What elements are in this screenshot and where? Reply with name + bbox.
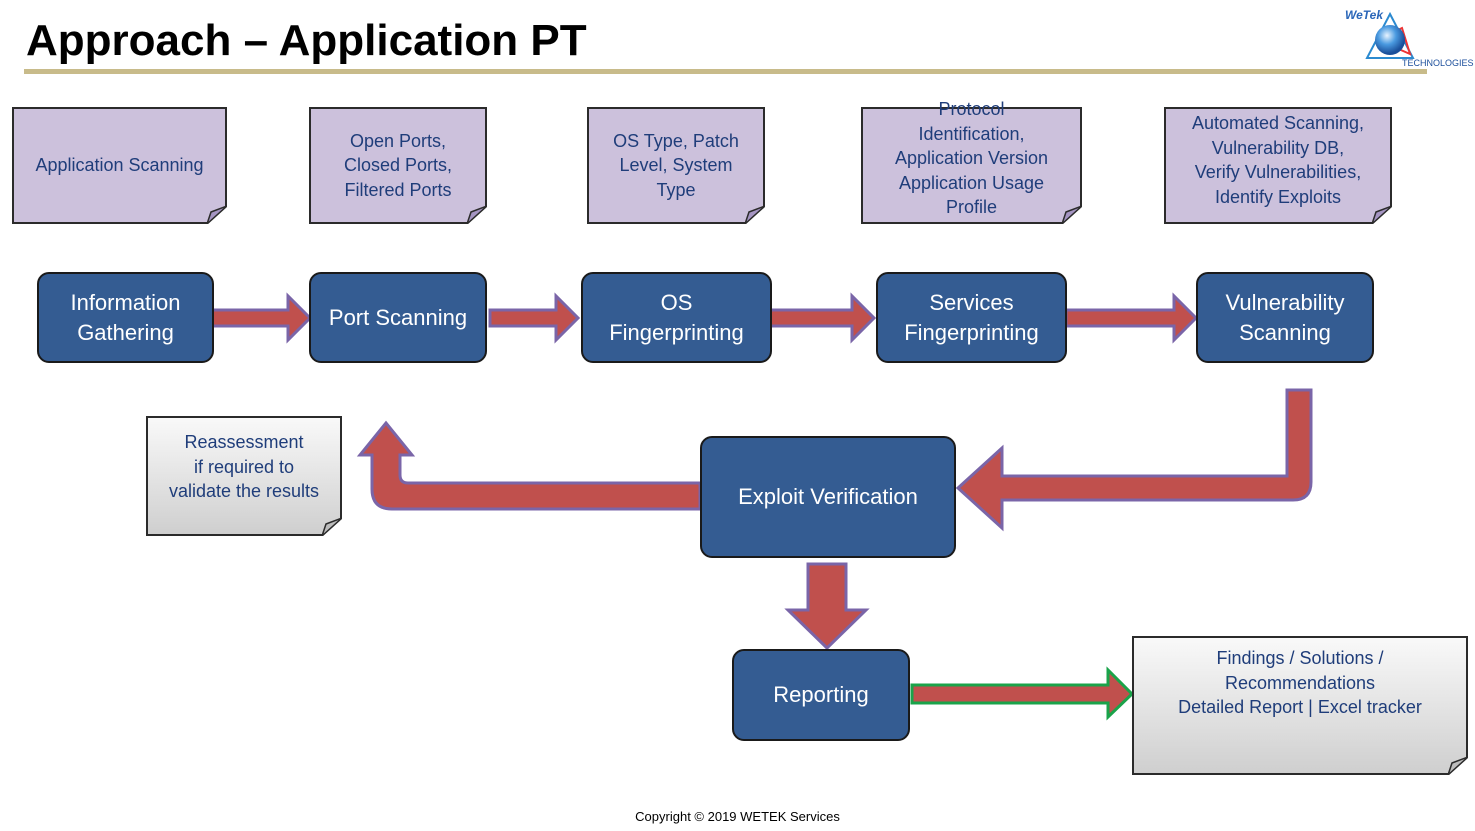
page-fold-icon (322, 518, 342, 536)
logo-tagline: TECHNOLOGIES (1402, 58, 1474, 68)
note-text: OS Type, Patch Level, System Type (613, 130, 739, 200)
arrow-os-to-services (768, 292, 877, 344)
note-os-details: OS Type, Patch Level, System Type (587, 107, 765, 224)
note-ports: Open Ports, Closed Ports, Filtered Ports (309, 107, 487, 224)
step-exploit-verification: Exploit Verification (700, 436, 956, 558)
note-reassessment: Reassessment if required to validate the… (146, 416, 342, 536)
page-title: Approach – Application PT (26, 16, 587, 65)
page-fold-icon (207, 206, 227, 224)
step-information-gathering: Information Gathering (37, 272, 214, 363)
step-os-fingerprinting: OS Fingerprinting (581, 272, 772, 363)
note-text: Open Ports, Closed Ports, Filtered Ports (343, 130, 453, 200)
note-text: Findings / Solutions / Recommendations D… (1178, 648, 1422, 717)
arrow-services-to-vuln (1064, 292, 1199, 344)
arrow-info-to-port (210, 292, 313, 344)
step-reporting: Reporting (732, 649, 910, 741)
arrow-port-to-os (488, 292, 581, 344)
note-automated-scanning: Automated Scanning, Vulnerability DB, Ve… (1164, 107, 1392, 224)
page-fold-icon (745, 206, 765, 224)
page-fold-icon (1062, 206, 1082, 224)
note-text: Automated Scanning, Vulnerability DB, Ve… (1191, 113, 1365, 207)
note-text: Reassessment if required to validate the… (168, 432, 320, 501)
arrow-reporting-to-findings (910, 666, 1135, 721)
step-services-fingerprinting: Services Fingerprinting (876, 272, 1067, 363)
note-text: Application Scanning (35, 155, 204, 176)
page-fold-icon (1448, 757, 1468, 775)
logo-brand: WeTek (1345, 8, 1384, 22)
step-vulnerability-scanning: Vulnerability Scanning (1196, 272, 1374, 363)
globe-icon (1365, 11, 1415, 59)
copyright-footer: Copyright © 2019 WETEK Services (635, 809, 840, 824)
title-underline (24, 69, 1427, 74)
note-application-scanning: Application Scanning (12, 107, 227, 224)
arrow-exploit-to-reporting (784, 562, 870, 651)
note-protocol-identification: Protocol Identification, Application Ver… (861, 99, 1082, 224)
step-port-scanning: Port Scanning (309, 272, 487, 363)
note-findings: Findings / Solutions / Recommendations D… (1132, 636, 1468, 775)
note-text: Protocol Identification, Application Ver… (894, 99, 1049, 217)
company-logo: WeTek TECHNOLOGIES (1340, 6, 1474, 72)
arrow-vuln-to-exploit (955, 388, 1313, 532)
page-fold-icon (467, 206, 487, 224)
arrow-exploit-to-port (356, 420, 702, 511)
page-fold-icon (1372, 206, 1392, 224)
